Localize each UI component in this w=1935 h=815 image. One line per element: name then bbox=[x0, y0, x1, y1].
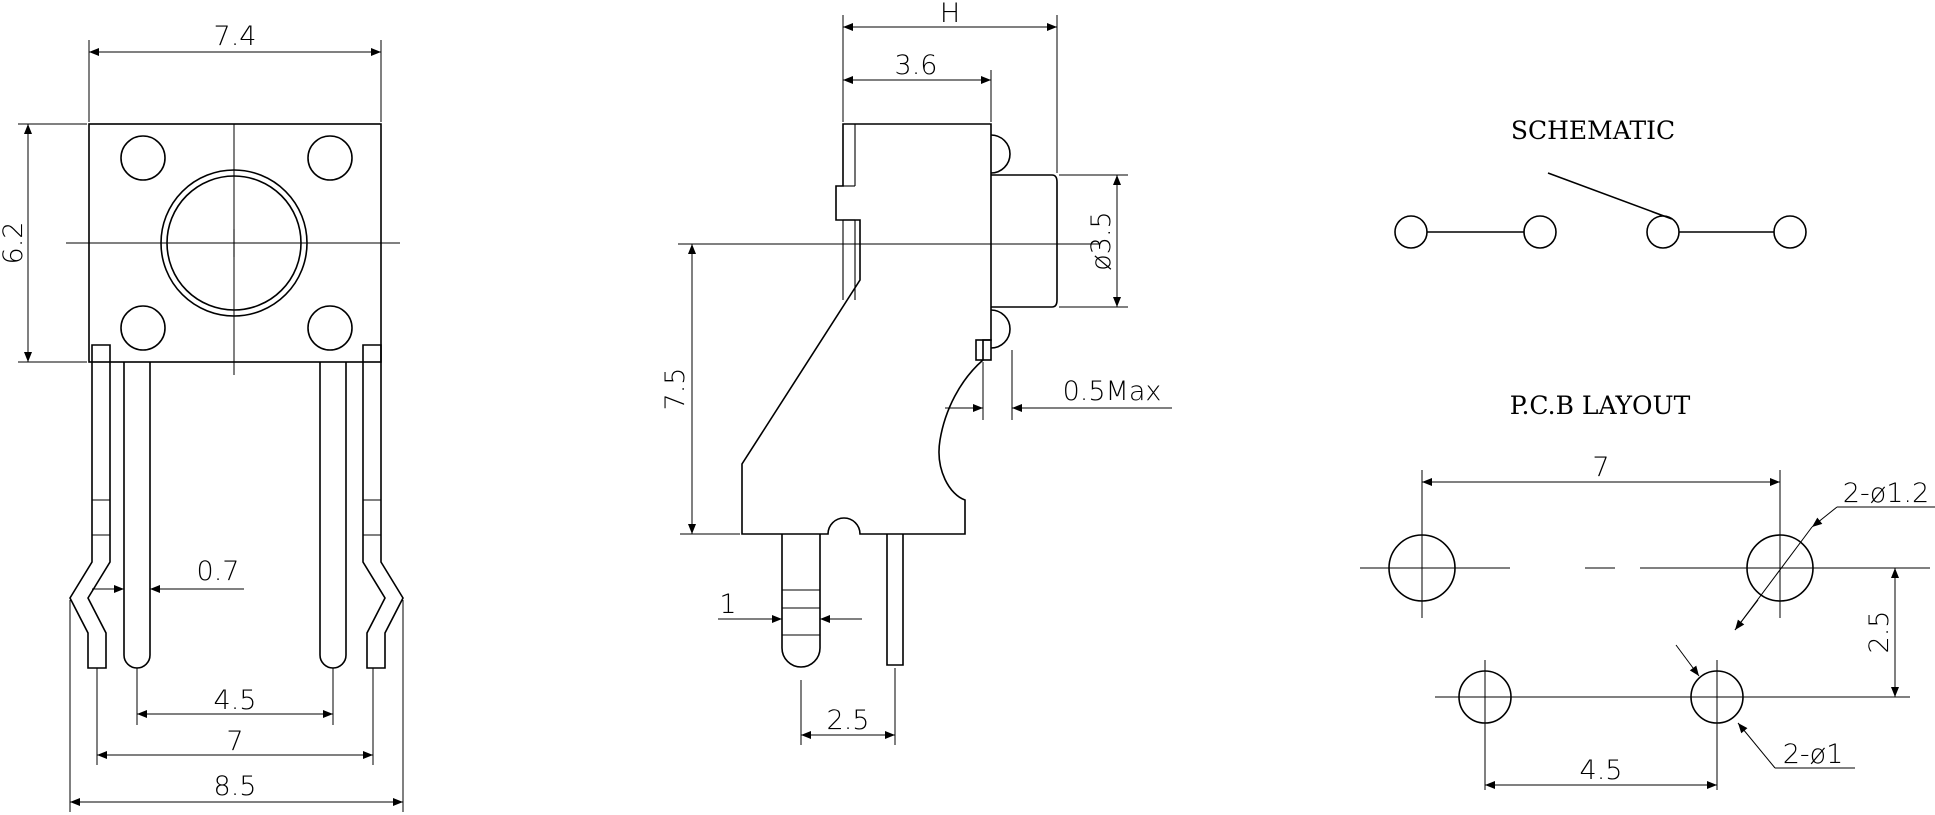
schematic-title: SCHEMATIC bbox=[1511, 116, 1675, 145]
corner-hole bbox=[120, 135, 166, 181]
corner-hole bbox=[307, 305, 353, 351]
dim-depth-label: H bbox=[940, 0, 960, 29]
terminal-node bbox=[1646, 215, 1680, 249]
side-pin-left bbox=[781, 534, 821, 668]
corner-hole bbox=[307, 135, 353, 181]
side-bump bbox=[990, 309, 1011, 349]
schematic: SCHEMATIC bbox=[1394, 116, 1807, 249]
switch-lever bbox=[1547, 172, 1673, 220]
pcb-layout: P.C.B LAYOUT 7 2-ø1.2 2.5 2- bbox=[1360, 391, 1935, 790]
outer-pin bbox=[69, 344, 111, 669]
side-pin-right bbox=[886, 534, 904, 666]
dim-body-depth-label: 3.6 bbox=[895, 50, 938, 81]
dim-pin-pitch-label: 2.5 bbox=[827, 705, 870, 736]
inner-pin bbox=[319, 362, 347, 669]
dim-height-label: 7.5 bbox=[660, 368, 691, 411]
side-view: H 3.6 ø3.5 7.5 0.5Max 1 2.5 bbox=[660, 0, 1172, 745]
dim-protrusion-label: 0.5Max bbox=[1063, 376, 1162, 407]
corner-hole bbox=[120, 305, 166, 351]
dim-pin-width-label: 0.7 bbox=[197, 556, 240, 587]
dim-pin-label: 1 bbox=[719, 589, 736, 620]
dim-small-hole-label: 2-ø1 bbox=[1783, 739, 1844, 770]
dim-height-label: 6.2 bbox=[0, 222, 29, 265]
dim-width-label: 7.4 bbox=[214, 21, 257, 52]
dim-outer-pitch-label: 7 bbox=[226, 726, 243, 757]
dim-large-hole-label: 2-ø1.2 bbox=[1843, 478, 1929, 509]
inner-pin bbox=[123, 362, 151, 669]
side-body bbox=[741, 123, 992, 535]
outer-pin bbox=[362, 344, 404, 669]
terminal-node bbox=[1394, 215, 1428, 249]
dim-inner-pitch-label: 4.5 bbox=[214, 685, 257, 716]
terminal-node bbox=[1773, 215, 1807, 249]
side-bump bbox=[990, 134, 1011, 174]
dim-pitch-top-label: 7 bbox=[1592, 452, 1609, 483]
dim-overall-width-label: 8.5 bbox=[214, 771, 257, 802]
dim-pitch-bottom-label: 4.5 bbox=[1580, 755, 1623, 786]
dim-button-diameter-label: ø3.5 bbox=[1086, 211, 1117, 270]
pcb-layout-title: P.C.B LAYOUT bbox=[1510, 391, 1691, 420]
dim-row-spacing-label: 2.5 bbox=[1864, 611, 1895, 654]
front-view: 7.4 6.2 0.7 4.5 7 8.5 bbox=[0, 21, 404, 812]
terminal-node bbox=[1523, 215, 1557, 249]
side-button bbox=[991, 174, 1058, 308]
